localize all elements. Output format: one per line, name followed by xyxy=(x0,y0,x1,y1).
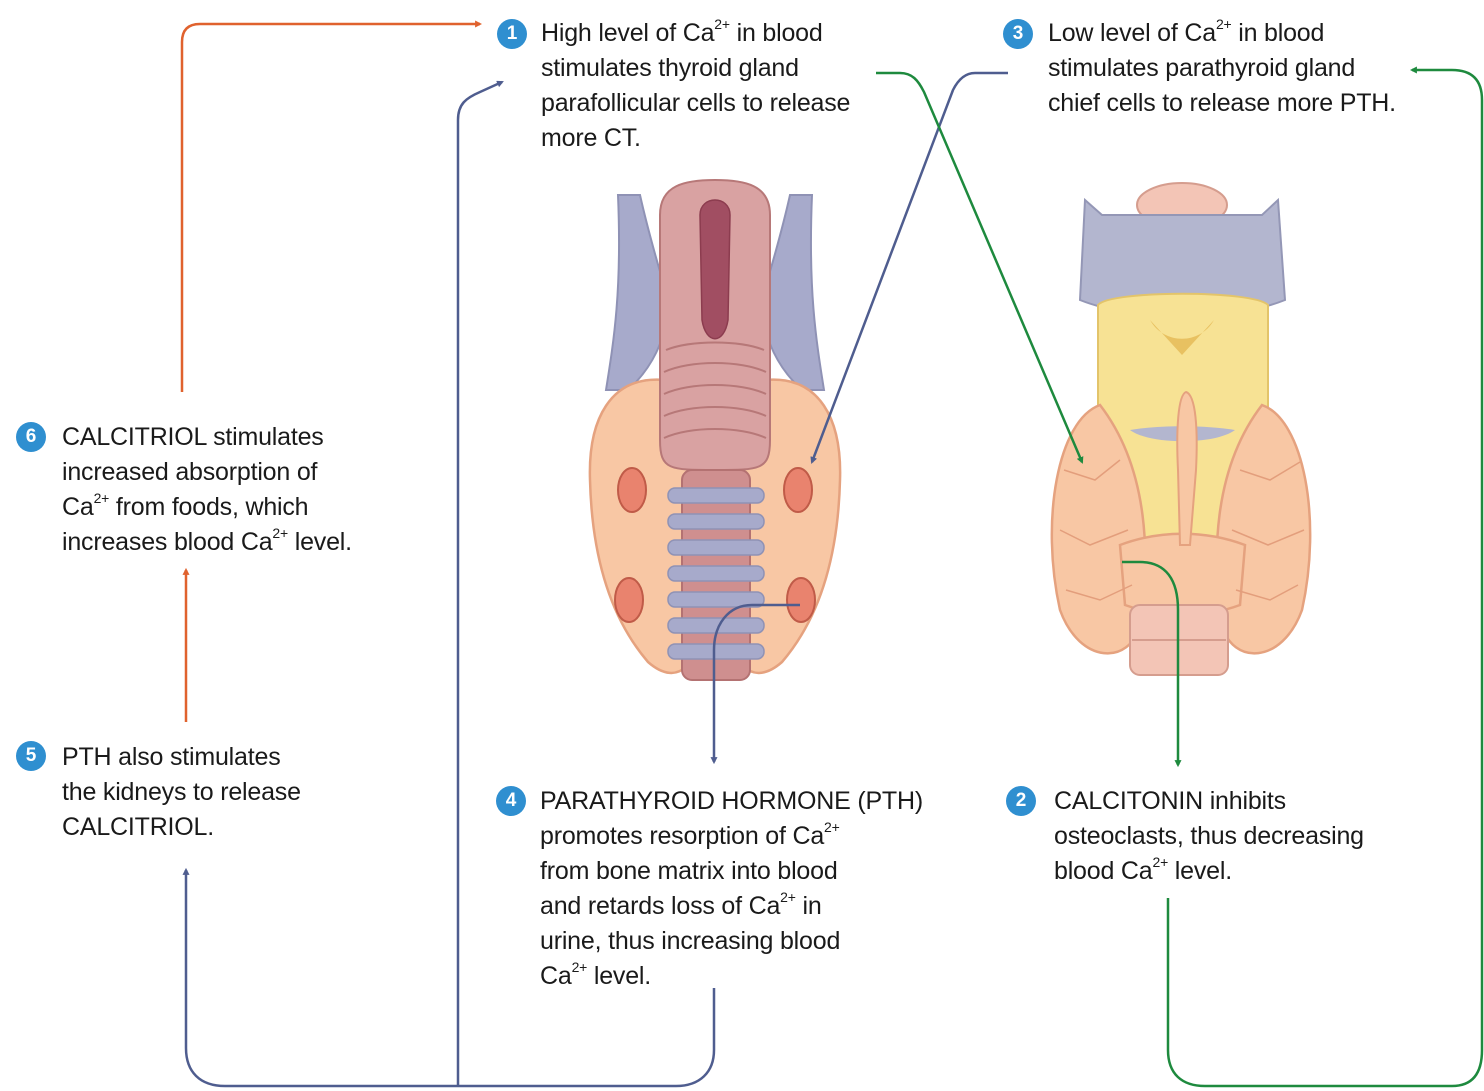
step-5-text: PTH also stimulates the kidneys to relea… xyxy=(62,740,301,845)
parathyroid-left-superior xyxy=(618,468,646,512)
step-5-badge: 5 xyxy=(16,741,46,771)
step-1-line-3: parafollicular cells to release xyxy=(541,86,850,121)
step-3-line-3: chief cells to release more PTH. xyxy=(1048,86,1396,121)
thyroid-cartilage-right xyxy=(762,195,824,390)
step-1-text: High level of Ca2+ in blood stimulates t… xyxy=(541,16,850,156)
step-6-line-2: increased absorption of xyxy=(62,455,352,490)
step-4-badge: 4 xyxy=(496,786,526,816)
step-3-text: Low level of Ca2+ in blood stimulates pa… xyxy=(1048,16,1396,121)
step-4-line-6: Ca2+ level. xyxy=(540,959,923,994)
step-5-line-3: CALCITRIOL. xyxy=(62,810,301,845)
step-4-line-3: from bone matrix into blood xyxy=(540,854,923,889)
parathyroid-right-inferior xyxy=(787,578,815,622)
arrow-4-to-1 xyxy=(458,82,502,1086)
step-3-line-1: Low level of Ca2+ in blood xyxy=(1048,16,1396,51)
step-3-badge: 3 xyxy=(1003,19,1033,49)
step-1-line-2: stimulates thyroid gland xyxy=(541,51,850,86)
step-6-badge: 6 xyxy=(16,422,46,452)
anterior-thyroid-illustration xyxy=(1052,183,1310,675)
step-6-line-4: increases blood Ca2+ level. xyxy=(62,525,352,560)
step-1-line-1: High level of Ca2+ in blood xyxy=(541,16,850,51)
step-6-line-1: CALCITRIOL stimulates xyxy=(62,420,352,455)
step-5-line-2: the kidneys to release xyxy=(62,775,301,810)
step-2-line-3: blood Ca2+ level. xyxy=(1054,854,1364,889)
parathyroid-left-inferior xyxy=(615,578,643,622)
step-4-line-2: promotes resorption of Ca2+ xyxy=(540,819,923,854)
step-5-line-1: PTH also stimulates xyxy=(62,740,301,775)
step-1-line-4: more CT. xyxy=(541,121,850,156)
step-2-line-1: CALCITONIN inhibits xyxy=(1054,784,1364,819)
step-4-line-4: and retards loss of Ca2+ in xyxy=(540,889,923,924)
pharynx-opening xyxy=(700,200,730,339)
arrow-1-to-thyroid xyxy=(876,73,1082,462)
thyroid-cartilage-left xyxy=(606,195,668,390)
step-1-badge: 1 xyxy=(497,19,527,49)
arrow-6-to-1 xyxy=(182,24,480,392)
step-6-text: CALCITRIOL stimulates increased absorpti… xyxy=(62,420,352,560)
posterior-thyroid-illustration xyxy=(590,180,840,680)
step-6-line-3: Ca2+ from foods, which xyxy=(62,490,352,525)
step-4-line-5: urine, thus increasing blood xyxy=(540,924,923,959)
parathyroid-right-superior xyxy=(784,468,812,512)
step-2-badge: 2 xyxy=(1006,786,1036,816)
step-4-line-1: PARATHYROID HORMONE (PTH) xyxy=(540,784,923,819)
step-2-line-2: osteoclasts, thus decreasing xyxy=(1054,819,1364,854)
step-3-line-2: stimulates parathyroid gland xyxy=(1048,51,1396,86)
step-2-text: CALCITONIN inhibits osteoclasts, thus de… xyxy=(1054,784,1364,889)
step-4-text: PARATHYROID HORMONE (PTH) promotes resor… xyxy=(540,784,923,994)
